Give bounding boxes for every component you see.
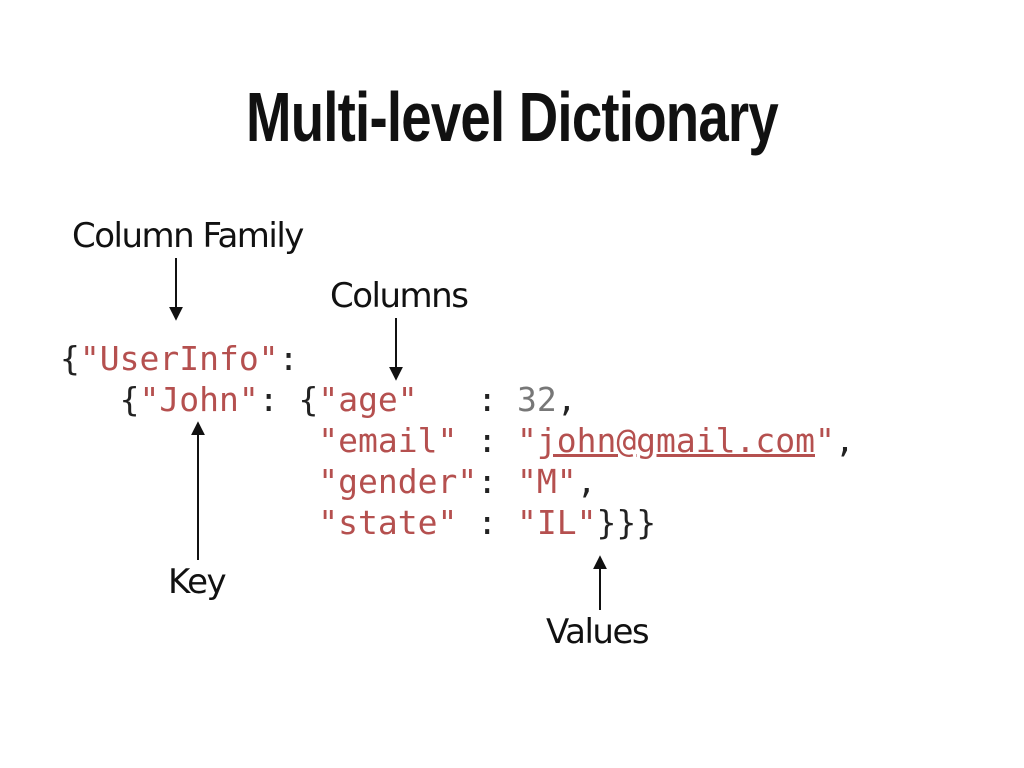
outer-open-brace: { (60, 339, 80, 378)
code-line-5: "state" : "IL"}}} (60, 502, 855, 543)
sep-gender: : (477, 462, 517, 501)
sep-state: : (457, 503, 517, 542)
code-line-3: "email" : "john@gmail.com", (60, 420, 855, 461)
close-braces: }}} (596, 503, 657, 542)
values-label: Values (546, 612, 650, 652)
value-state: "IL" (516, 503, 597, 542)
column-family-label: Column Family (72, 216, 304, 256)
column-email: "email" (318, 421, 458, 460)
key-name: "John" (139, 380, 259, 419)
value-email-open-quote: " (516, 421, 537, 460)
colon-1: : (278, 339, 299, 378)
column-family-name: "UserInfo" (79, 339, 279, 378)
comma-age: , (556, 380, 577, 419)
sep-age: : (417, 380, 518, 419)
value-email-close-quote: " (815, 421, 835, 460)
value-email-link[interactable]: john@gmail.com (536, 421, 815, 460)
key-label: Key (168, 562, 227, 602)
value-gender: "M" (516, 462, 577, 501)
comma-gender: , (576, 462, 597, 501)
colon-2: : (258, 380, 299, 419)
columns-label: Columns (330, 276, 469, 316)
column-gender: "gender" (318, 462, 478, 501)
code-line-4: "gender": "M", (60, 461, 855, 502)
code-line-1: {"UserInfo": (60, 338, 855, 379)
key-open-brace: { (119, 380, 140, 419)
column-state: "state" (318, 503, 458, 542)
value-age: 32 (517, 380, 557, 419)
columns-open-brace: { (298, 380, 319, 419)
code-line-2: {"John": {"age" : 32, (60, 379, 855, 420)
comma-email: , (834, 421, 855, 460)
column-age: "age" (318, 380, 418, 419)
sep-email: : (457, 421, 517, 460)
code-block: {"UserInfo": {"John": {"age" : 32, "emai… (60, 338, 855, 543)
slide-title: Multi-level Dictionary (245, 78, 779, 156)
